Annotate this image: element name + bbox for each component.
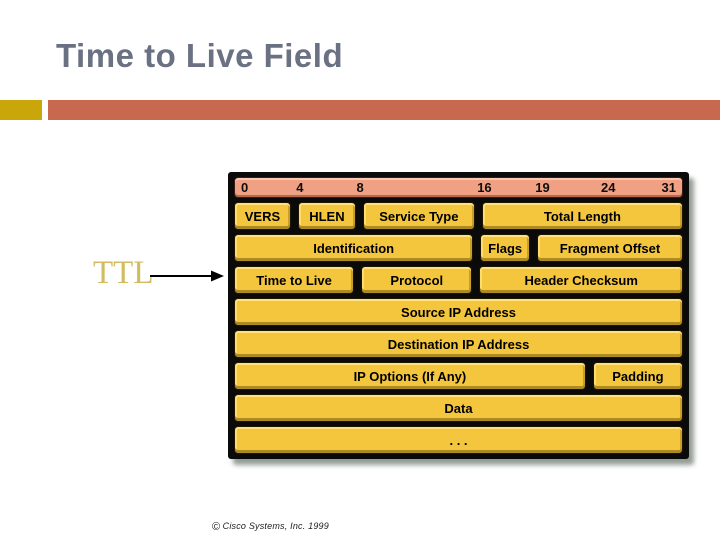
field-ellipsis: . . . <box>234 426 683 454</box>
copyright-icon: © <box>212 521 221 533</box>
right-arrow-icon <box>150 270 224 282</box>
accent-bar <box>48 100 720 120</box>
field-hlen: HLEN <box>297 202 356 230</box>
header-row-5: Destination IP Address <box>234 330 683 358</box>
header-row-6: IP Options (If Any) Padding <box>234 362 683 390</box>
field-flags: Flags <box>480 234 530 262</box>
bit-label-8: 8 <box>356 180 364 195</box>
field-protocol: Protocol <box>361 266 473 294</box>
bit-label-16: 16 <box>477 180 492 195</box>
header-row-4: Source IP Address <box>234 298 683 326</box>
field-service-type: Service Type <box>362 202 475 230</box>
accent-square <box>0 100 42 120</box>
header-row-2: Identification Flags Fragment Offset <box>234 234 683 262</box>
ip-header-diagram: 0 4 8 16 19 24 31 VERS HLEN Service Type… <box>228 172 689 459</box>
header-row-1: VERS HLEN Service Type Total Length <box>234 202 683 230</box>
ttl-callout-label: TTL <box>93 255 154 291</box>
bit-label-24: 24 <box>601 180 616 195</box>
bit-label-4: 4 <box>296 180 304 195</box>
field-destination-ip: Destination IP Address <box>234 330 683 358</box>
field-time-to-live: Time to Live <box>234 266 355 294</box>
field-header-checksum: Header Checksum <box>479 266 683 294</box>
field-vers: VERS <box>234 202 291 230</box>
header-row-8: . . . <box>234 426 683 454</box>
field-padding: Padding <box>592 362 683 390</box>
bit-label-19: 19 <box>535 180 550 195</box>
field-data: Data <box>234 394 683 422</box>
bit-scale-row: 0 4 8 16 19 24 31 <box>234 177 683 198</box>
field-source-ip: Source IP Address <box>234 298 683 326</box>
copyright-line: © Cisco Systems, Inc. 1999 <box>212 521 329 533</box>
copyright-text: Cisco Systems, Inc. 1999 <box>222 521 329 531</box>
page-title: Time to Live Field <box>56 37 344 74</box>
field-fragment-offset: Fragment Offset <box>536 234 683 262</box>
field-identification: Identification <box>234 234 474 262</box>
header-row-3: Time to Live Protocol Header Checksum <box>234 266 683 294</box>
field-total-length: Total Length <box>481 202 683 230</box>
bit-label-0: 0 <box>241 180 249 195</box>
header-row-7: Data <box>234 394 683 422</box>
bit-label-31: 31 <box>661 180 676 195</box>
field-ip-options: IP Options (If Any) <box>234 362 586 390</box>
